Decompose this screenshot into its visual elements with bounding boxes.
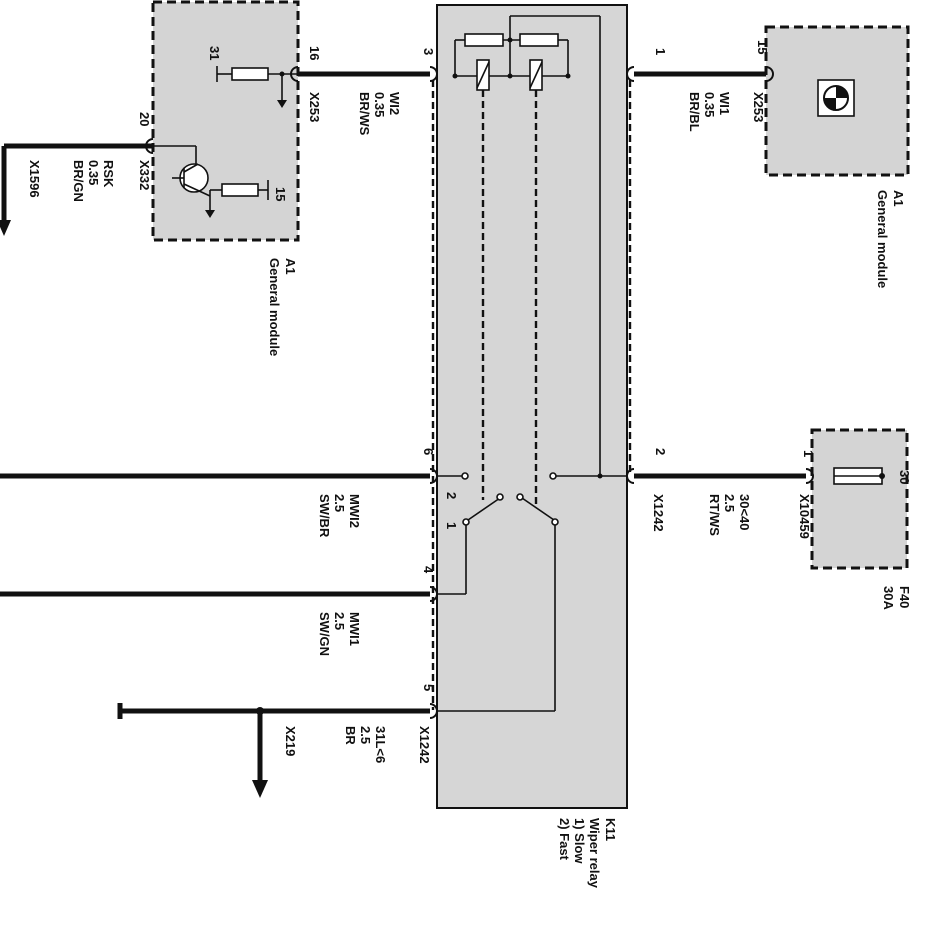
mwi1-signal: MWI1 <box>347 612 362 646</box>
x1242-top-signal: 30<40 <box>737 494 752 531</box>
relay-pin-1: 1 <box>653 48 668 55</box>
mwi2-size: 2.5 <box>332 494 347 512</box>
logo-icon <box>817 79 855 117</box>
wi1-signal: WI1 <box>717 92 732 115</box>
relay-pin-4: 4 <box>421 566 436 574</box>
x219-destination: X219 <box>283 726 298 756</box>
contact-1-label: 1 <box>444 522 459 529</box>
relay-name: Wiper relay <box>587 818 602 889</box>
relay-mode-fast: 2) Fast <box>557 818 572 861</box>
gm-left-pin-16: 16 <box>307 46 322 60</box>
31l-color: BR <box>343 726 358 745</box>
rsk-size: 0.35 <box>86 160 101 185</box>
resistor-icon <box>464 33 504 47</box>
x1242-bottom-connector: X1242 <box>417 726 432 764</box>
relay-pin-3: 3 <box>421 48 436 55</box>
x1242-top-connector: X1242 <box>651 494 666 532</box>
gm-left-pin-15: 15 <box>273 187 288 201</box>
rsk-color: BR/GN <box>71 160 86 202</box>
wi2-connector: X253 <box>307 92 322 122</box>
fuse-box <box>810 428 909 570</box>
fuse-terminal-30: 30 <box>897 470 912 484</box>
relay-ref: K11 <box>603 818 618 841</box>
relay-internals <box>437 15 627 712</box>
gm-right-pin-15: 15 <box>755 40 770 54</box>
wi2-signal: WI2 <box>387 92 402 115</box>
gm-left-pin-31: 31 <box>207 46 222 60</box>
gm-left-ref: A1 <box>283 258 298 275</box>
mwi1-size: 2.5 <box>332 612 347 630</box>
mwi1-color: SW/GN <box>317 612 332 656</box>
resistor-icon <box>221 183 259 197</box>
relay-box <box>436 4 628 809</box>
gm-left-pin-20: 20 <box>137 112 152 126</box>
ground-icon <box>205 210 215 218</box>
relay-mode-slow: 1) Slow <box>572 818 587 864</box>
31l-size: 2.5 <box>358 726 373 744</box>
gm-left-name: General module <box>267 258 282 356</box>
general-module-left-internals <box>153 66 298 218</box>
mwi2-color: SW/BR <box>317 494 332 538</box>
wi2-size: 0.35 <box>372 92 387 117</box>
mwi2-signal: MWI2 <box>347 494 362 528</box>
wi2-color: BR/WS <box>357 92 372 136</box>
rsk-connector: X332 <box>137 160 152 190</box>
ground-icon <box>277 100 287 108</box>
x10459-connector: X10459 <box>797 494 812 539</box>
31l-signal: 31L<6 <box>373 726 388 763</box>
wi1-color: BR/BL <box>687 92 702 132</box>
fuse-pin-1: 1 <box>801 450 816 457</box>
relay-pin-2: 2 <box>653 448 668 455</box>
relay-pin-6: 6 <box>421 448 436 455</box>
relay-pin-5: 5 <box>421 684 436 691</box>
arrow-icon <box>0 220 11 236</box>
contact-2-label: 2 <box>444 492 459 499</box>
rsk-destination: X1596 <box>27 160 42 198</box>
x1242-top-color: RT/WS <box>707 494 722 536</box>
resistor-icon <box>519 33 559 47</box>
wi1-size: 0.35 <box>702 92 717 117</box>
gm-right-ref: A1 <box>891 190 906 207</box>
wi1-connector: X253 <box>751 92 766 122</box>
rsk-signal: RSK <box>101 160 116 188</box>
fuse-ref: F40 <box>897 586 912 608</box>
resistor-icon <box>231 67 269 81</box>
arrow-icon <box>252 780 268 798</box>
gm-right-name: General module <box>875 190 890 288</box>
general-module-left-box <box>151 0 300 242</box>
x1242-top-size: 2.5 <box>722 494 737 512</box>
fuse-icon <box>833 467 885 485</box>
fuse-rating: 30A <box>881 586 896 610</box>
